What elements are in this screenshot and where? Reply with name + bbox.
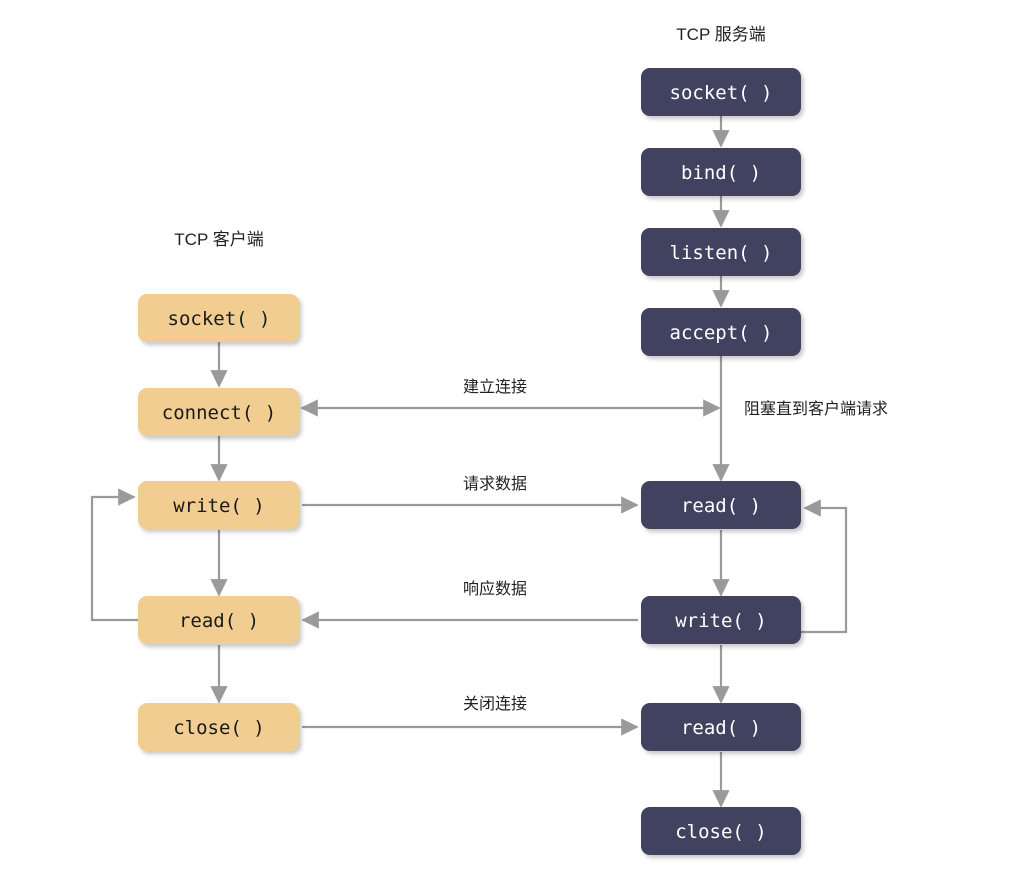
- node-server-read-close-label: read( ): [681, 717, 761, 739]
- node-client-close-shape[interactable]: [138, 703, 299, 751]
- node-client-write[interactable]: write( ): [138, 481, 299, 529]
- node-server-write-label: write( ): [675, 610, 767, 632]
- edge-label-response-data: 响应数据: [463, 579, 527, 598]
- node-server-listen-label: listen( ): [670, 242, 773, 264]
- client-column: socket( ) connect( ) write( ) read( ) cl…: [138, 294, 299, 751]
- node-server-listen[interactable]: listen( ): [641, 228, 801, 276]
- client-column-title: TCP 客户端: [174, 230, 263, 249]
- edge-label-establish-connection: 建立连接: [463, 378, 527, 396]
- node-server-read-close[interactable]: read( ): [641, 703, 801, 751]
- node-server-socket[interactable]: socket( ): [641, 68, 801, 116]
- node-server-close-label: close( ): [675, 821, 767, 843]
- node-server-write[interactable]: write( ): [641, 596, 801, 644]
- node-server-read-request[interactable]: read( ): [641, 481, 801, 529]
- node-client-socket[interactable]: socket( ): [138, 294, 299, 342]
- node-server-write-shape[interactable]: [641, 596, 801, 644]
- node-client-connect[interactable]: connect( ): [138, 388, 299, 436]
- node-client-read-shape[interactable]: [138, 596, 299, 644]
- annotation-block-until-client-request: 阻塞直到客户端请求: [744, 400, 888, 418]
- node-server-socket-label: socket( ): [670, 82, 773, 104]
- node-server-close-shape[interactable]: [641, 807, 801, 855]
- node-server-socket-shape[interactable]: [641, 68, 801, 116]
- edge-label-close-connection: 关闭连接: [463, 695, 527, 713]
- node-server-bind[interactable]: bind( ): [641, 148, 801, 196]
- node-server-accept-label: accept( ): [670, 322, 773, 344]
- node-server-close[interactable]: close( ): [641, 807, 801, 855]
- node-client-connect-label: connect( ): [162, 402, 276, 424]
- server-column-title: TCP 服务端: [676, 25, 765, 44]
- node-client-write-shape[interactable]: [138, 481, 299, 529]
- node-client-read[interactable]: read( ): [138, 596, 299, 644]
- node-server-listen-shape[interactable]: [641, 228, 801, 276]
- node-client-close[interactable]: close( ): [138, 703, 299, 751]
- node-client-connect-shape[interactable]: [138, 388, 299, 436]
- node-server-accept[interactable]: accept( ): [641, 308, 801, 356]
- arrow-client-loop-read-to-write: [90, 488, 170, 622]
- node-client-write-label: write( ): [173, 495, 265, 517]
- node-client-socket-shape[interactable]: [138, 294, 299, 342]
- node-server-accept-shape[interactable]: [641, 308, 801, 356]
- arrow-server-loop-write-to-read: [800, 499, 848, 634]
- node-server-bind-shape[interactable]: [641, 148, 801, 196]
- server-column: socket( ) bind( ) listen( ) accept( ) re…: [641, 68, 801, 855]
- node-client-socket-label: socket( ): [168, 308, 271, 330]
- edge-label-request-data: 请求数据: [463, 475, 527, 493]
- node-server-bind-label: bind( ): [681, 162, 761, 184]
- node-client-read-label: read( ): [179, 610, 259, 632]
- node-server-read-close-shape[interactable]: [641, 703, 801, 751]
- node-client-close-label: close( ): [173, 717, 265, 739]
- node-server-read-request-shape[interactable]: [641, 481, 801, 529]
- node-server-read-request-label: read( ): [681, 495, 761, 517]
- connector-layer: [90, 116, 848, 808]
